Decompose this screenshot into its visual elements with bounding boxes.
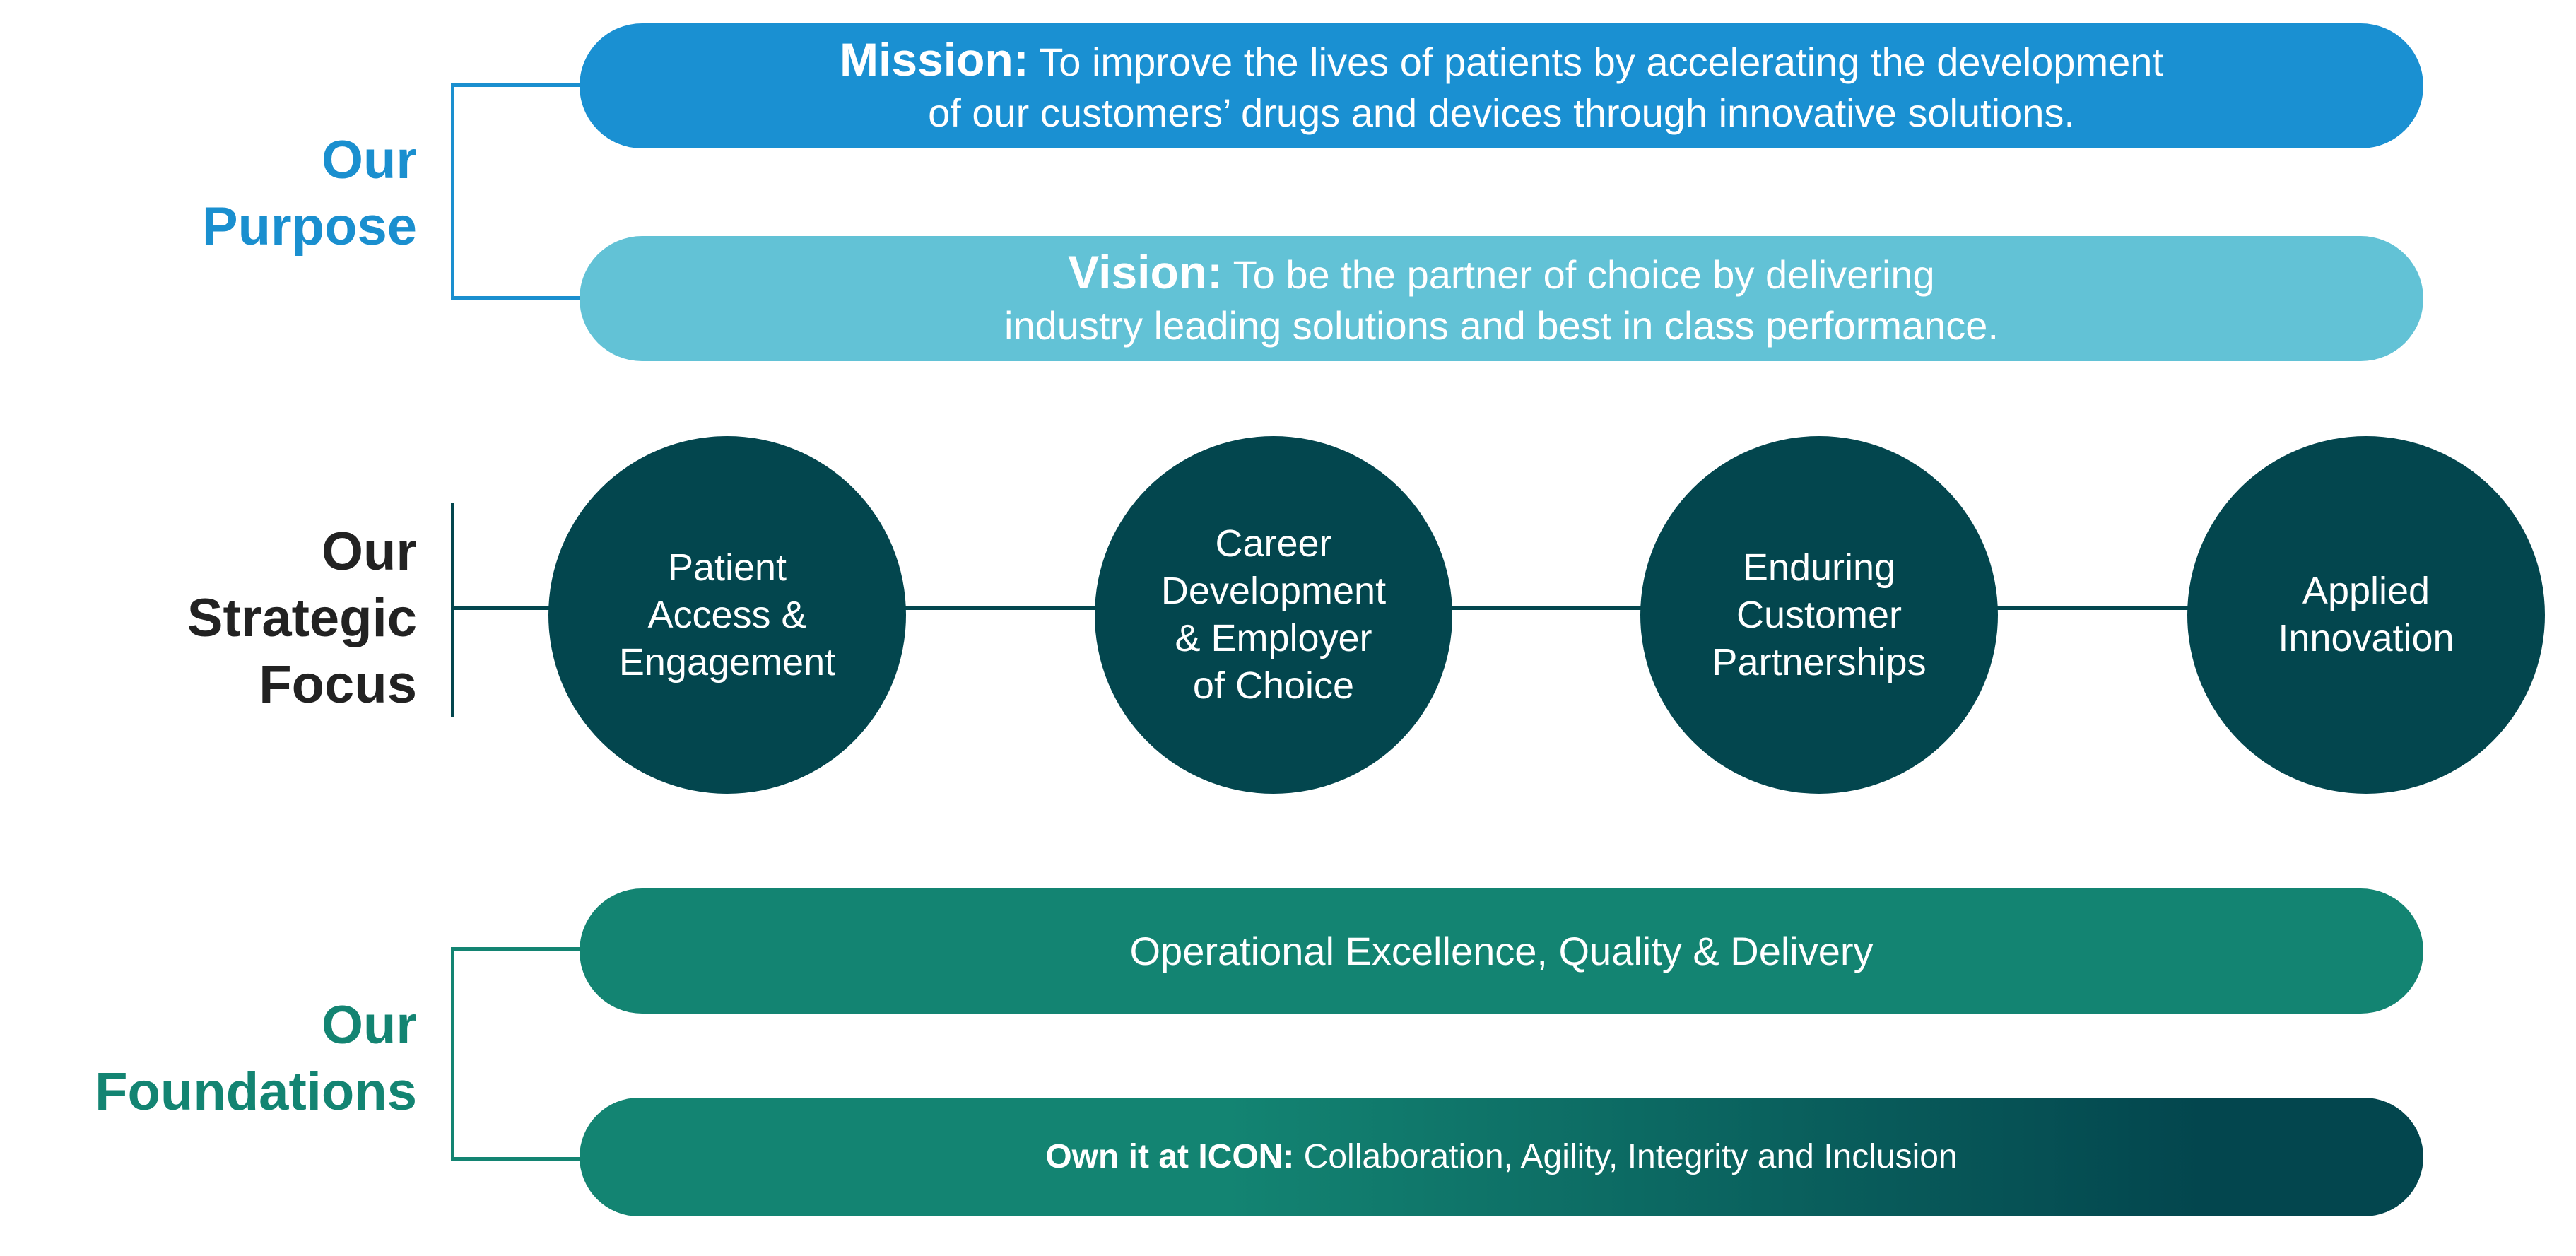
own-it-pill: Own it at ICON: Collaboration, Agility, … <box>580 1098 2423 1216</box>
mission-text-1: To improve the lives of patients by acce… <box>1039 39 2163 84</box>
operational-text: Operational Excellence, Quality & Delive… <box>1129 928 1874 973</box>
vision-lead: Vision: <box>1068 245 1223 298</box>
pillar-3-line-1: Enduring <box>1742 546 1896 589</box>
strategic-focus-label: Our Strategic Focus <box>187 519 417 718</box>
pillar-4-line-2: Innovation <box>2278 617 2454 659</box>
pillar-1-line-1: Patient <box>667 546 787 589</box>
vision-line-1: Vision: To be the partner of choice by d… <box>1068 247 1934 300</box>
purpose-bracket-top <box>451 83 581 87</box>
pillar-1-line-3: Engagement <box>618 640 836 683</box>
strategic-bracket-vertical <box>451 503 454 717</box>
foundations-label-line-1: Our <box>321 995 417 1055</box>
own-it-line: Own it at ICON: Collaboration, Agility, … <box>1045 1132 1957 1182</box>
pillar-patient-access: Patient Access & Engagement <box>548 436 906 794</box>
foundations-bracket-top <box>451 947 581 951</box>
foundations-bracket-bottom <box>451 1157 581 1161</box>
foundations-label-line-2: Foundations <box>95 1062 417 1122</box>
operational-excellence-pill: Operational Excellence, Quality & Delive… <box>580 888 2423 1014</box>
vision-text-1: To be the partner of choice by deliverin… <box>1233 252 1935 297</box>
pillar-3-line-3: Partnerships <box>1712 640 1927 683</box>
pillar-career-development: Career Development & Employer of Choice <box>1095 436 1452 794</box>
purpose-bracket-bottom <box>451 296 581 300</box>
pillar-2-line-2: Development <box>1160 570 1387 612</box>
pillar-3-line-2: Customer <box>1736 593 1902 636</box>
foundations-label: Our Foundations <box>95 992 417 1125</box>
mission-pill: Mission: To improve the lives of patient… <box>580 23 2423 148</box>
pillar-4-line-1: Applied <box>2302 570 2430 612</box>
pillar-applied-innovation: Applied Innovation <box>2187 436 2545 794</box>
purpose-label-line-1: Our <box>321 130 417 190</box>
vision-pill: Vision: To be the partner of choice by d… <box>580 236 2423 361</box>
purpose-label-line-2: Purpose <box>201 196 417 257</box>
pillar-enduring-partnerships: Enduring Customer Partnerships <box>1640 436 1998 794</box>
pillar-2-line-3: & Employer <box>1175 617 1372 659</box>
strategic-label-line-3: Focus <box>259 655 417 715</box>
vision-text-2: industry leading solutions and best in c… <box>1004 303 1999 348</box>
mission-line-1: Mission: To improve the lives of patient… <box>840 34 2163 88</box>
pillar-2-line-4: of Choice <box>1192 664 1355 707</box>
strategic-label-line-1: Our <box>321 522 417 582</box>
mission-lead: Mission: <box>840 33 1029 86</box>
own-it-text: Collaboration, Agility, Integrity and In… <box>1303 1138 1958 1175</box>
pillar-2-line-1: Career <box>1215 522 1332 565</box>
own-it-lead: Own it at ICON: <box>1045 1138 1295 1175</box>
purpose-label: Our Purpose <box>202 127 417 260</box>
foundations-bracket-vertical <box>451 947 454 1161</box>
purpose-bracket-vertical <box>451 83 454 300</box>
mission-text-2: of our customers’ drugs and devices thro… <box>928 90 2075 135</box>
pillar-1-line-2: Access & <box>647 593 807 636</box>
strategic-label-line-2: Strategic <box>187 588 417 648</box>
